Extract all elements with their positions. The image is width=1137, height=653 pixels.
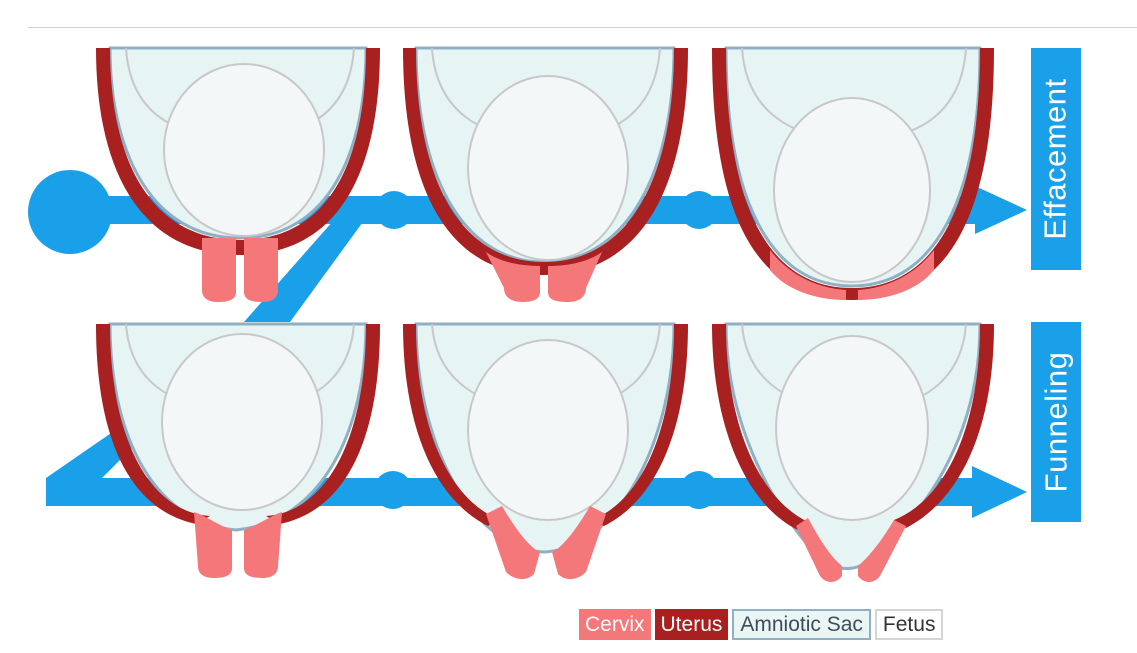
effacement-label-text: Effacement: [1038, 78, 1074, 239]
arrowhead: [972, 466, 1027, 518]
effacement-stage-2: [403, 48, 688, 302]
funneling-label: Funneling: [1031, 322, 1081, 522]
legend-uterus: Uterus: [655, 609, 729, 640]
effacement-stage-3: [712, 48, 994, 300]
step-dot: [680, 191, 718, 229]
effacement-stage-1: [96, 48, 380, 302]
funneling-stage-3: [712, 324, 994, 582]
funneling-stage-2: [403, 324, 688, 579]
step-dot: [680, 471, 718, 509]
arrowhead: [975, 186, 1027, 234]
funneling-label-text: Funneling: [1038, 352, 1074, 493]
step-dot: [375, 191, 413, 229]
effacement-label: Effacement: [1031, 48, 1081, 270]
start-dot: [28, 170, 112, 254]
funneling-stage-1: [96, 324, 380, 578]
step-dot: [374, 471, 412, 509]
legend-fetus: Fetus: [875, 609, 944, 640]
legend-cervix: Cervix: [579, 609, 651, 640]
legend-amniotic-sac: Amniotic Sac: [732, 609, 871, 640]
legend: Cervix Uterus Amniotic Sac Fetus: [579, 609, 943, 640]
